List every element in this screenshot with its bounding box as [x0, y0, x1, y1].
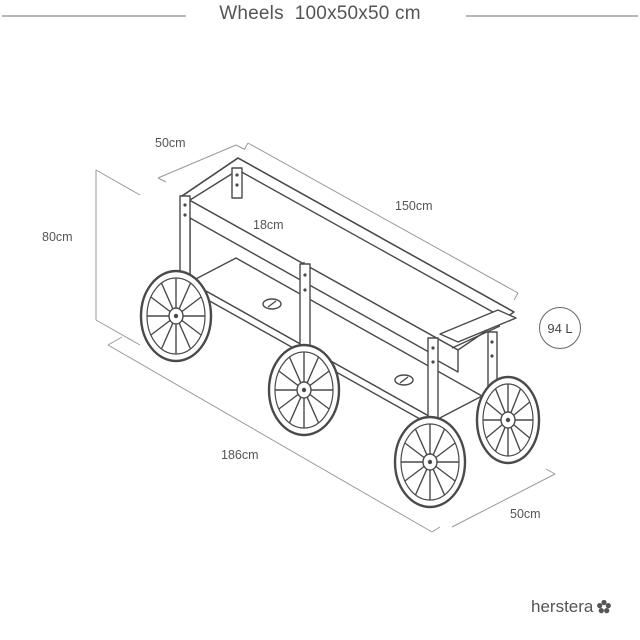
height-label: 80cm — [42, 230, 73, 244]
depth-top-label: 50cm — [155, 136, 186, 150]
wheels — [139, 269, 541, 509]
depth-bottom-label: 50cm — [510, 507, 541, 521]
inner-depth-label: 18cm — [253, 218, 284, 232]
volume-badge: 94 L — [539, 307, 581, 349]
wheel — [139, 269, 213, 363]
diagram-title: Wheels 100x50x50 cm — [219, 3, 421, 24]
wheel — [475, 375, 541, 465]
wheel — [267, 343, 341, 437]
length-label: 150cm — [395, 199, 433, 213]
flower-icon — [597, 599, 612, 614]
wheel — [393, 415, 467, 509]
brand-logo: herstera — [531, 597, 612, 617]
cart-body — [179, 157, 517, 431]
dimension-lines — [95, 142, 556, 533]
total-length-label: 186cm — [221, 448, 259, 462]
brand-name: herstera — [531, 597, 594, 616]
bolts — [183, 173, 494, 364]
